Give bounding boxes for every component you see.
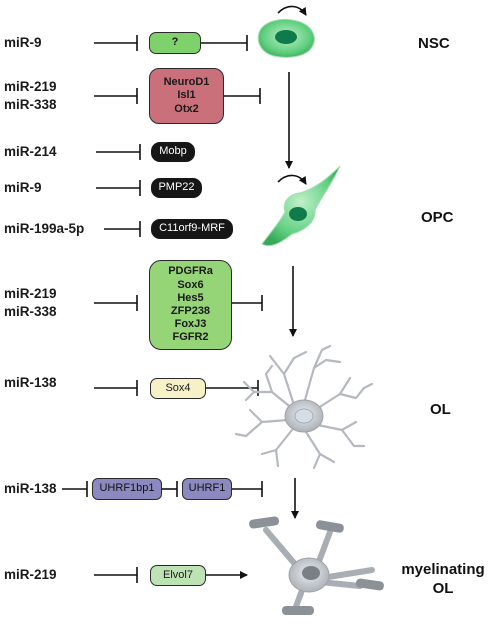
stage-label-text: OPC <box>421 209 454 226</box>
stage-label-text: OL <box>430 401 451 418</box>
mirna-label: miR-219 <box>4 567 57 582</box>
target-box-uhrf1bp1: UHRF1bp1 <box>92 478 162 500</box>
inhibition-line <box>94 88 138 104</box>
mirna-label: miR-138 <box>4 481 57 496</box>
target-box-uhrf1: UHRF1 <box>182 478 232 500</box>
ol-cell-body <box>284 399 324 433</box>
target-label: UHRF1bp1 <box>99 482 155 495</box>
target-label: Sox4 <box>165 381 191 394</box>
nsc-cell-illustration <box>257 19 315 58</box>
target-box-elvol7: Elvol7 <box>150 565 206 586</box>
mirna-label: miR-219 <box>4 286 57 301</box>
stage-label-opc: OPC <box>421 208 454 227</box>
mirna-label-group: miR-138 <box>4 375 57 391</box>
target-label: Isl1 <box>177 89 196 102</box>
target-box-unknown: ? <box>149 32 201 54</box>
inhibition-line <box>94 35 138 51</box>
mirna-label: miR-338 <box>4 304 57 319</box>
mirna-label: miR-214 <box>4 144 57 159</box>
target-label: PDGFRa <box>168 265 213 278</box>
stage-label-nsc: NSC <box>418 34 450 53</box>
target-box-sox4: Sox4 <box>150 378 206 399</box>
target-label: PMP22 <box>158 181 195 194</box>
target-label: Sox6 <box>177 278 204 291</box>
target-label: UHRF1 <box>188 482 226 495</box>
inhibition-line <box>94 380 138 396</box>
inhibition-line <box>201 35 248 51</box>
mirna-label-group: miR-214 <box>4 144 57 160</box>
mirna-label: miR-138 <box>4 375 57 390</box>
inhibition-line <box>62 481 88 497</box>
mirna-label-group: miR-219 <box>4 567 57 583</box>
inhibition-line <box>224 88 261 104</box>
stage-label-text: myelinating <box>401 561 485 578</box>
inhibition-line <box>96 180 141 196</box>
inhibition-line <box>232 481 263 497</box>
mirna-label-group: miR-138 <box>4 481 57 497</box>
inhibition-line <box>162 481 178 497</box>
stage-label-text: NSC <box>418 35 450 52</box>
mirna-label-group: miR-9 <box>4 35 42 51</box>
inhibition-line <box>94 295 138 311</box>
mirna-label-group: miR-219 miR-338 <box>4 79 57 113</box>
target-box-neurod1-isl1-otx2: NeuroD1 Isl1 Otx2 <box>149 68 224 124</box>
target-box-opc-genes: PDGFRa Sox6 Hes5 ZFP238 FoxJ3 FGFR2 <box>149 260 232 350</box>
target-label: Elvol7 <box>163 568 193 581</box>
target-label: FGFR2 <box>172 331 209 344</box>
target-label: Mobp <box>159 145 187 158</box>
target-label: FoxJ3 <box>174 318 207 331</box>
target-label: ? <box>171 36 179 49</box>
mirna-label-group: miR-199a-5p <box>4 221 84 237</box>
mirna-label: miR-338 <box>4 97 57 112</box>
mirna-label: miR-9 <box>4 180 42 195</box>
inhibition-line <box>232 295 263 311</box>
stage-label-myelinating-ol: myelinating OL <box>398 560 488 598</box>
mirna-label: miR-199a-5p <box>4 221 85 236</box>
mirna-label: miR-9 <box>4 35 42 50</box>
target-label: Hes5 <box>177 291 204 304</box>
target-label: C11orf9-MRF <box>159 222 225 235</box>
inhibition-line <box>96 144 141 160</box>
target-label: ZFP238 <box>170 305 211 317</box>
mirna-label-group: miR-219 miR-338 <box>4 286 57 320</box>
inhibition-line <box>94 567 138 583</box>
target-box-pmp22: PMP22 <box>151 178 202 198</box>
target-box-mobp: Mobp <box>151 142 195 162</box>
target-label: Otx2 <box>174 102 199 115</box>
myelinating-ol-illustration <box>249 516 384 615</box>
mirna-label: miR-219 <box>4 79 57 94</box>
opc-cell-illustration <box>261 165 341 247</box>
self-renewal-arrow <box>277 5 307 16</box>
target-box-c11orf9-mrf: C11orf9-MRF <box>151 219 233 239</box>
stage-label-ol: OL <box>430 400 451 419</box>
ol-cell-illustration <box>234 344 374 470</box>
self-renewal-arrow <box>277 174 307 185</box>
mirna-label-group: miR-9 <box>4 180 42 196</box>
inhibition-line <box>104 221 141 237</box>
target-label: NeuroD1 <box>163 75 210 88</box>
stage-label-text: OL <box>432 580 454 597</box>
